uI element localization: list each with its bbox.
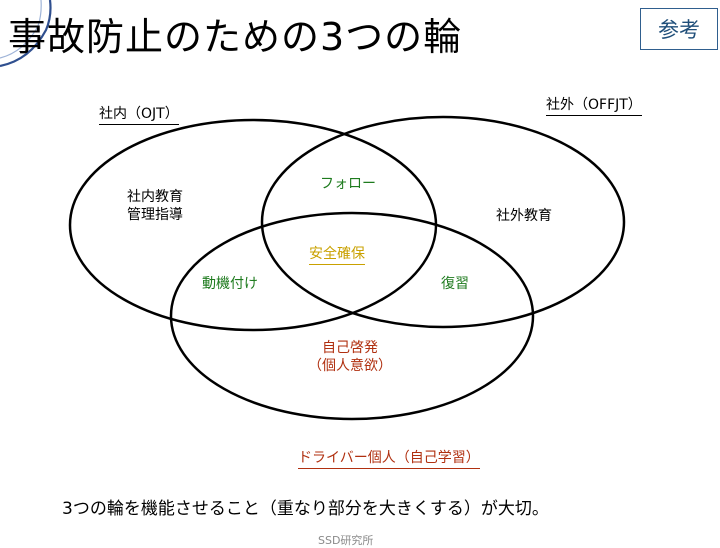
ellipse-offjt [260,115,626,329]
offjt-content: 社外教育 [496,208,552,224]
ellipse-ojt [68,118,438,332]
overlap-ojt-self: 動機付け [202,276,258,292]
credit-text: SSD研究所 [318,534,374,547]
self-content-line2: （個人意欲） [308,358,392,374]
ellipse-self [169,211,535,421]
page-title: 事故防止のための3つの輪 [8,15,463,59]
decorative-swoosh [0,0,52,68]
overlap-offjt-self: 復習 [441,276,469,292]
footer-note: 3つの輪を機能させること（重なり部分を大きくする）が大切。 [62,499,549,519]
reference-badge: 参考 [640,8,718,50]
ojt-content-line1: 社内教育 [127,189,183,205]
self-content-line1: 自己啓発 [322,340,378,356]
self-circle-label: ドライバー個人（自己学習） [298,450,480,469]
overlap-center: 安全確保 [309,246,365,265]
offjt-circle-label: 社外（OFFJT） [546,97,642,116]
ojt-circle-label: 社内（OJT） [99,106,179,125]
ojt-content-line2: 管理指導 [127,207,183,223]
overlap-ojt-offjt: フォロー [320,176,376,192]
